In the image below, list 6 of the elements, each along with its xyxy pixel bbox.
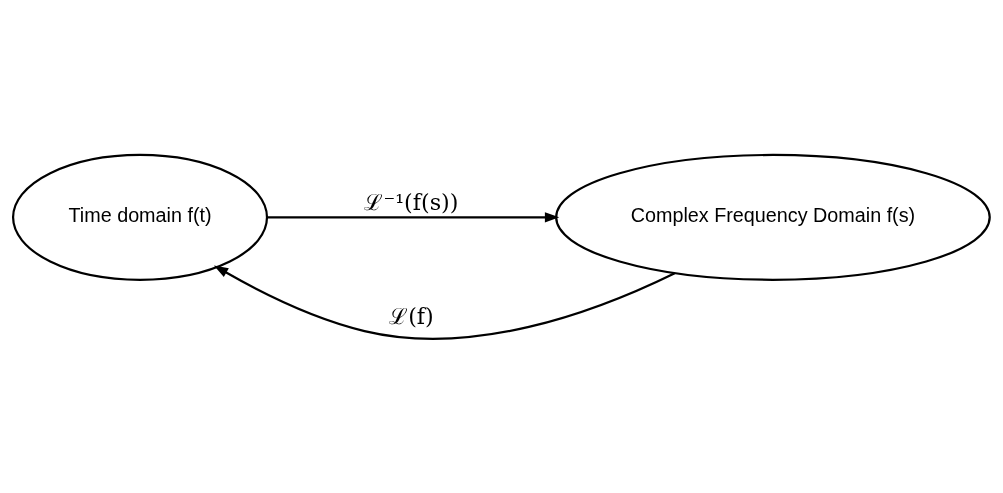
edge-label: ℒ⁻¹(f(s)): [364, 188, 459, 215]
node-ellipse: Time domain f(t): [11, 153, 269, 281]
arrow: [266, 211, 560, 222]
node-ellipse: Complex Frequency Domain f(s): [555, 153, 991, 281]
edge-label: ℒ(f): [389, 302, 434, 329]
arrow: [213, 264, 676, 340]
